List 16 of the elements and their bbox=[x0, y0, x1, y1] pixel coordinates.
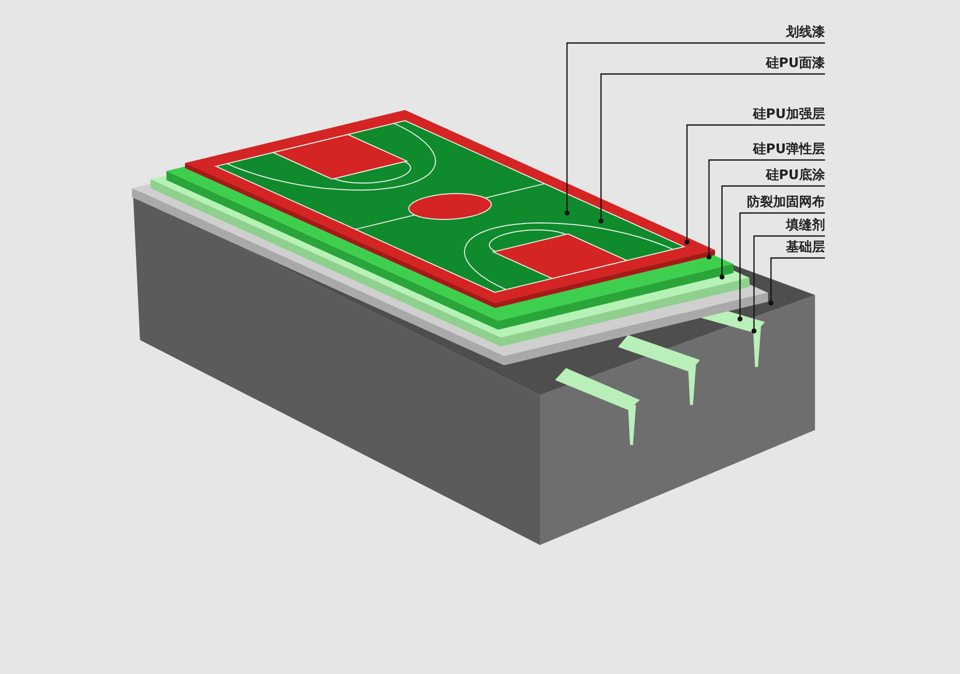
leader-line bbox=[720, 185, 825, 280]
leader-line bbox=[738, 212, 825, 322]
leader-line bbox=[752, 235, 825, 334]
layer-label: 硅PU底涂 bbox=[766, 168, 825, 184]
leader-line bbox=[706, 159, 825, 260]
layer-label: 防裂加固网布 bbox=[747, 195, 825, 211]
layer-label: 划线漆 bbox=[786, 25, 825, 41]
layer-label: 硅PU加强层 bbox=[752, 107, 825, 123]
leader-line bbox=[768, 257, 825, 306]
leader-line bbox=[564, 42, 825, 216]
leader-line bbox=[598, 73, 825, 224]
layer-label: 硅PU面漆 bbox=[766, 56, 825, 72]
layer-label: 硅PU弹性层 bbox=[752, 142, 825, 158]
layer-label: 填缝剂 bbox=[786, 218, 825, 234]
leader-line bbox=[684, 124, 825, 244]
layer-label: 基础层 bbox=[786, 240, 825, 256]
